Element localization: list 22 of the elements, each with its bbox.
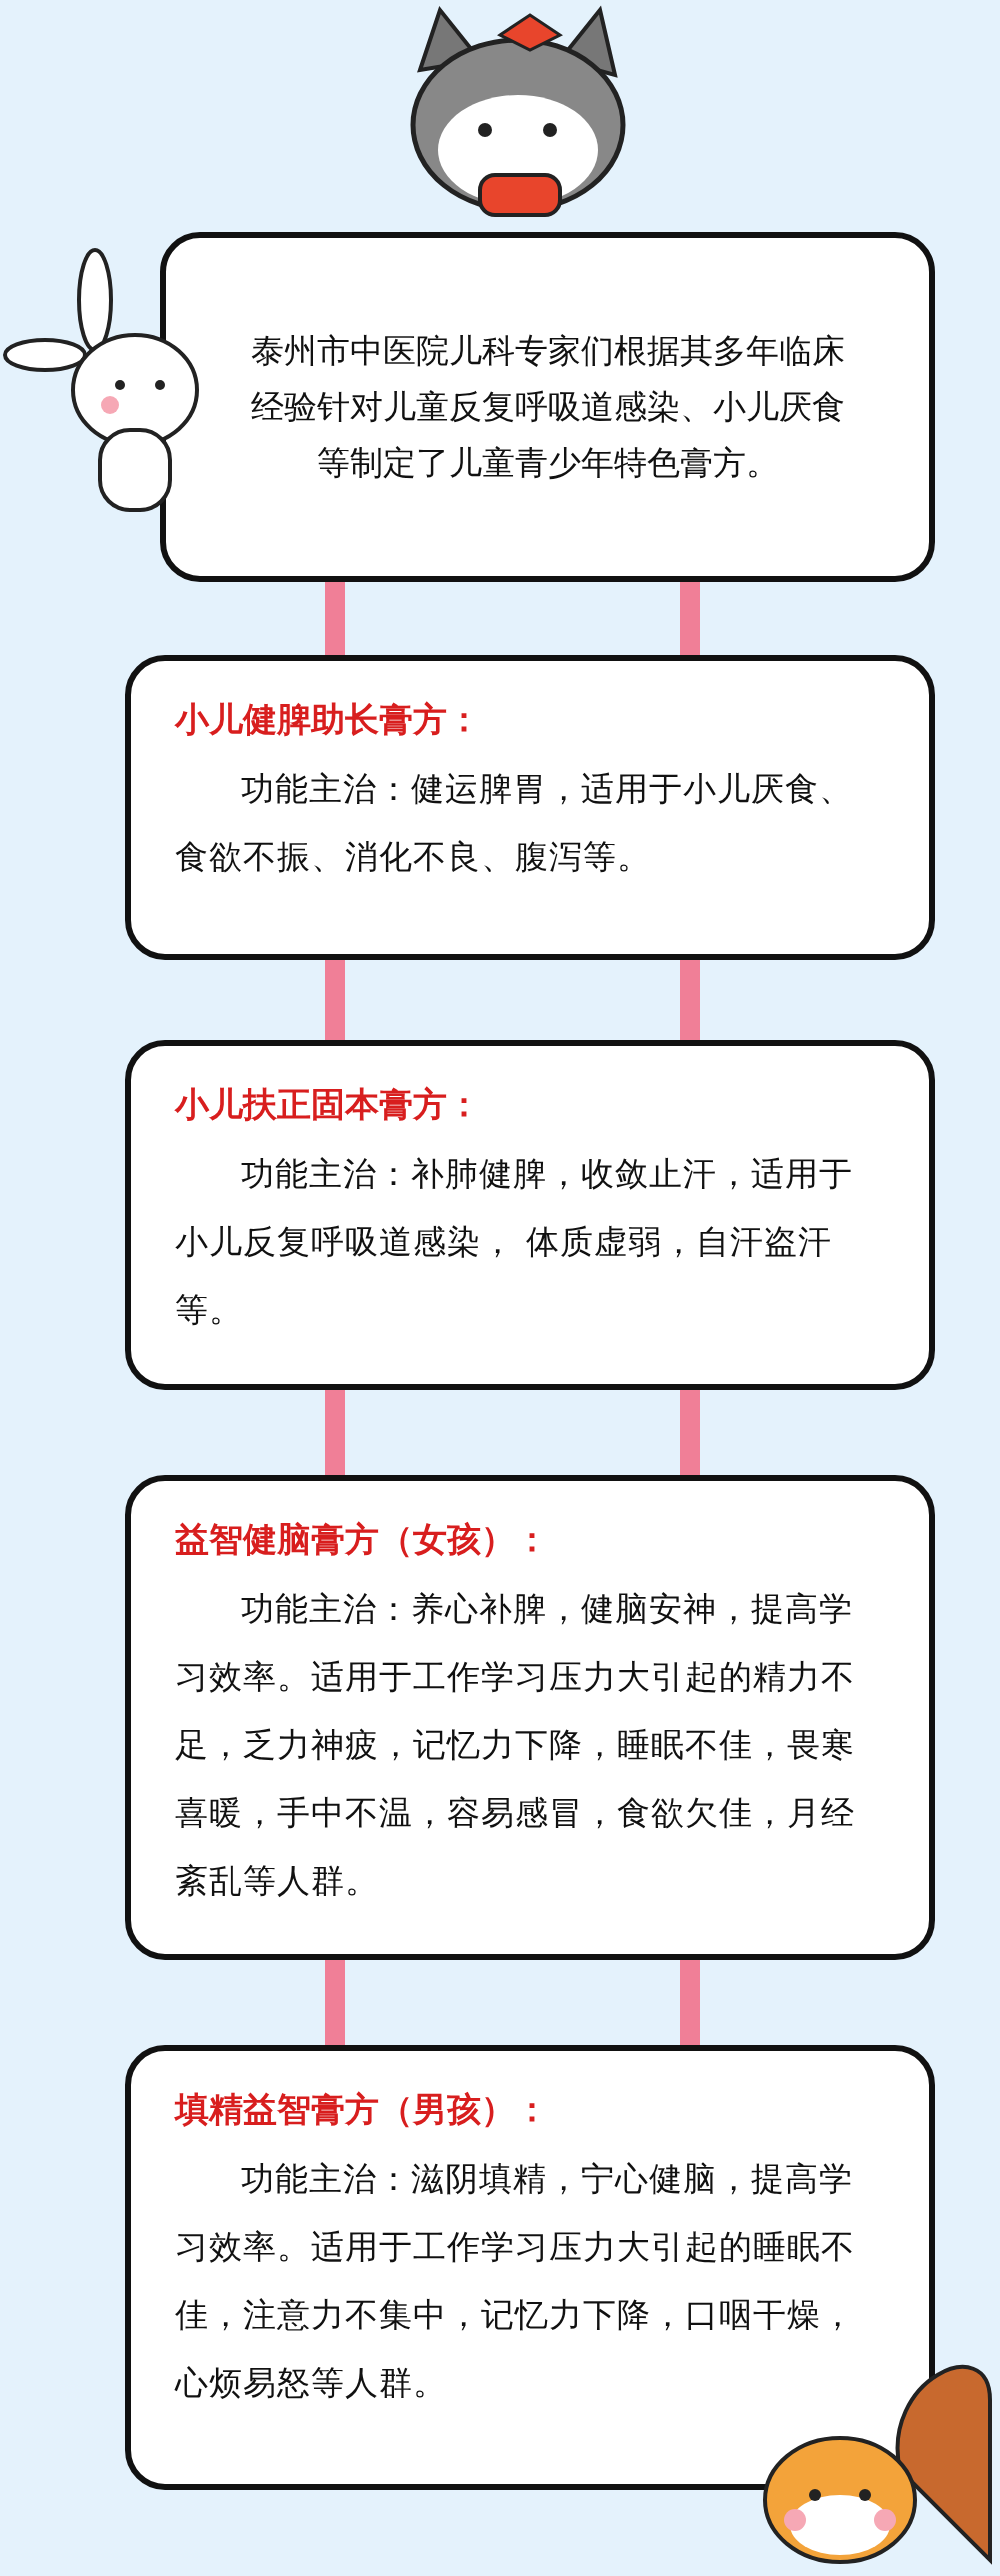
text-card: [125, 655, 935, 960]
remedy-title: 小儿扶正固本膏方：: [175, 1083, 482, 1126]
remedy-description: 功能主治：养心补脾，健脑安神，提高学习效率。适用于工作学习压力大引起的精力不足，乏力神疲，记忆力下降，睡眠不佳，畏寒喜暖，手中不温，容易感冒，食欲欠佳，月经紊乱等人群。: [175, 1588, 856, 1902]
text-card: [160, 232, 935, 582]
remedy-description: 功能主治：滋阴填精，宁心健脑，提高学习效率。适用于工作学习压力大引起的睡眠不佳，注意力不集中，记忆力下降，口咽干燥，心烦易怒等人群。: [175, 2158, 856, 2404]
remedy-title: 小儿健脾助长膏方：: [175, 698, 482, 741]
remedy-title: 益智健脑膏方（女孩）：: [175, 1518, 550, 1561]
text-card: [125, 1040, 935, 1390]
text-card: [125, 2045, 935, 2490]
chain-link: [325, 1390, 345, 1475]
remedy-title: 填精益智膏方（男孩）：: [175, 2088, 550, 2131]
chain-link: [325, 582, 345, 655]
chain-link: [325, 1960, 345, 2045]
chain-link: [325, 960, 345, 1040]
chain-link: [680, 1960, 700, 2045]
remedy-description: 功能主治：健运脾胃，适用于小儿厌食、食欲不振、消化不良、腹泻等。: [175, 768, 854, 878]
chain-link: [680, 960, 700, 1040]
chain-link: [680, 582, 700, 655]
intro-text: 泰州市中医院儿科专家们根据其多年临床经验针对儿童反复呼吸道感染、小儿厌食等制定了儿童青少年特色膏方。: [249, 330, 846, 484]
remedy-description: 功能主治：补肺健脾，收敛止汗，适用于小儿反复呼吸道感染， 体质虚弱，自汗盗汗等。: [175, 1153, 854, 1331]
chain-link: [680, 1390, 700, 1475]
text-card: [125, 1475, 935, 1960]
